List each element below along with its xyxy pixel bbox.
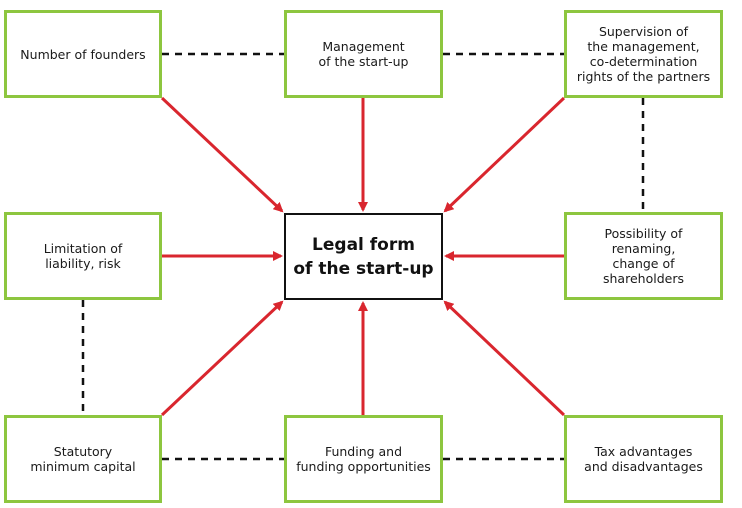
factor-number-of-founders: Number of founders <box>4 10 162 98</box>
central-node-legal-form: Legal form of the start-up <box>284 213 443 300</box>
factor-renaming-shareholders: Possibility of renaming, change of share… <box>564 212 723 300</box>
factor-tax: Tax advantages and disadvantages <box>564 415 723 503</box>
arrow-capital <box>160 300 284 417</box>
factor-funding: Funding and funding opportunities <box>284 415 443 503</box>
factor-limitation-of-liability: Limitation of liability, risk <box>4 212 162 300</box>
factor-management: Management of the start-up <box>284 10 443 98</box>
factor-supervision: Supervision of the management, co-determ… <box>564 10 723 98</box>
arrow-supervision <box>443 96 566 213</box>
factor-minimum-capital: Statutory minimum capital <box>4 415 162 503</box>
arrow-founders <box>160 96 284 213</box>
arrow-tax <box>443 300 566 417</box>
